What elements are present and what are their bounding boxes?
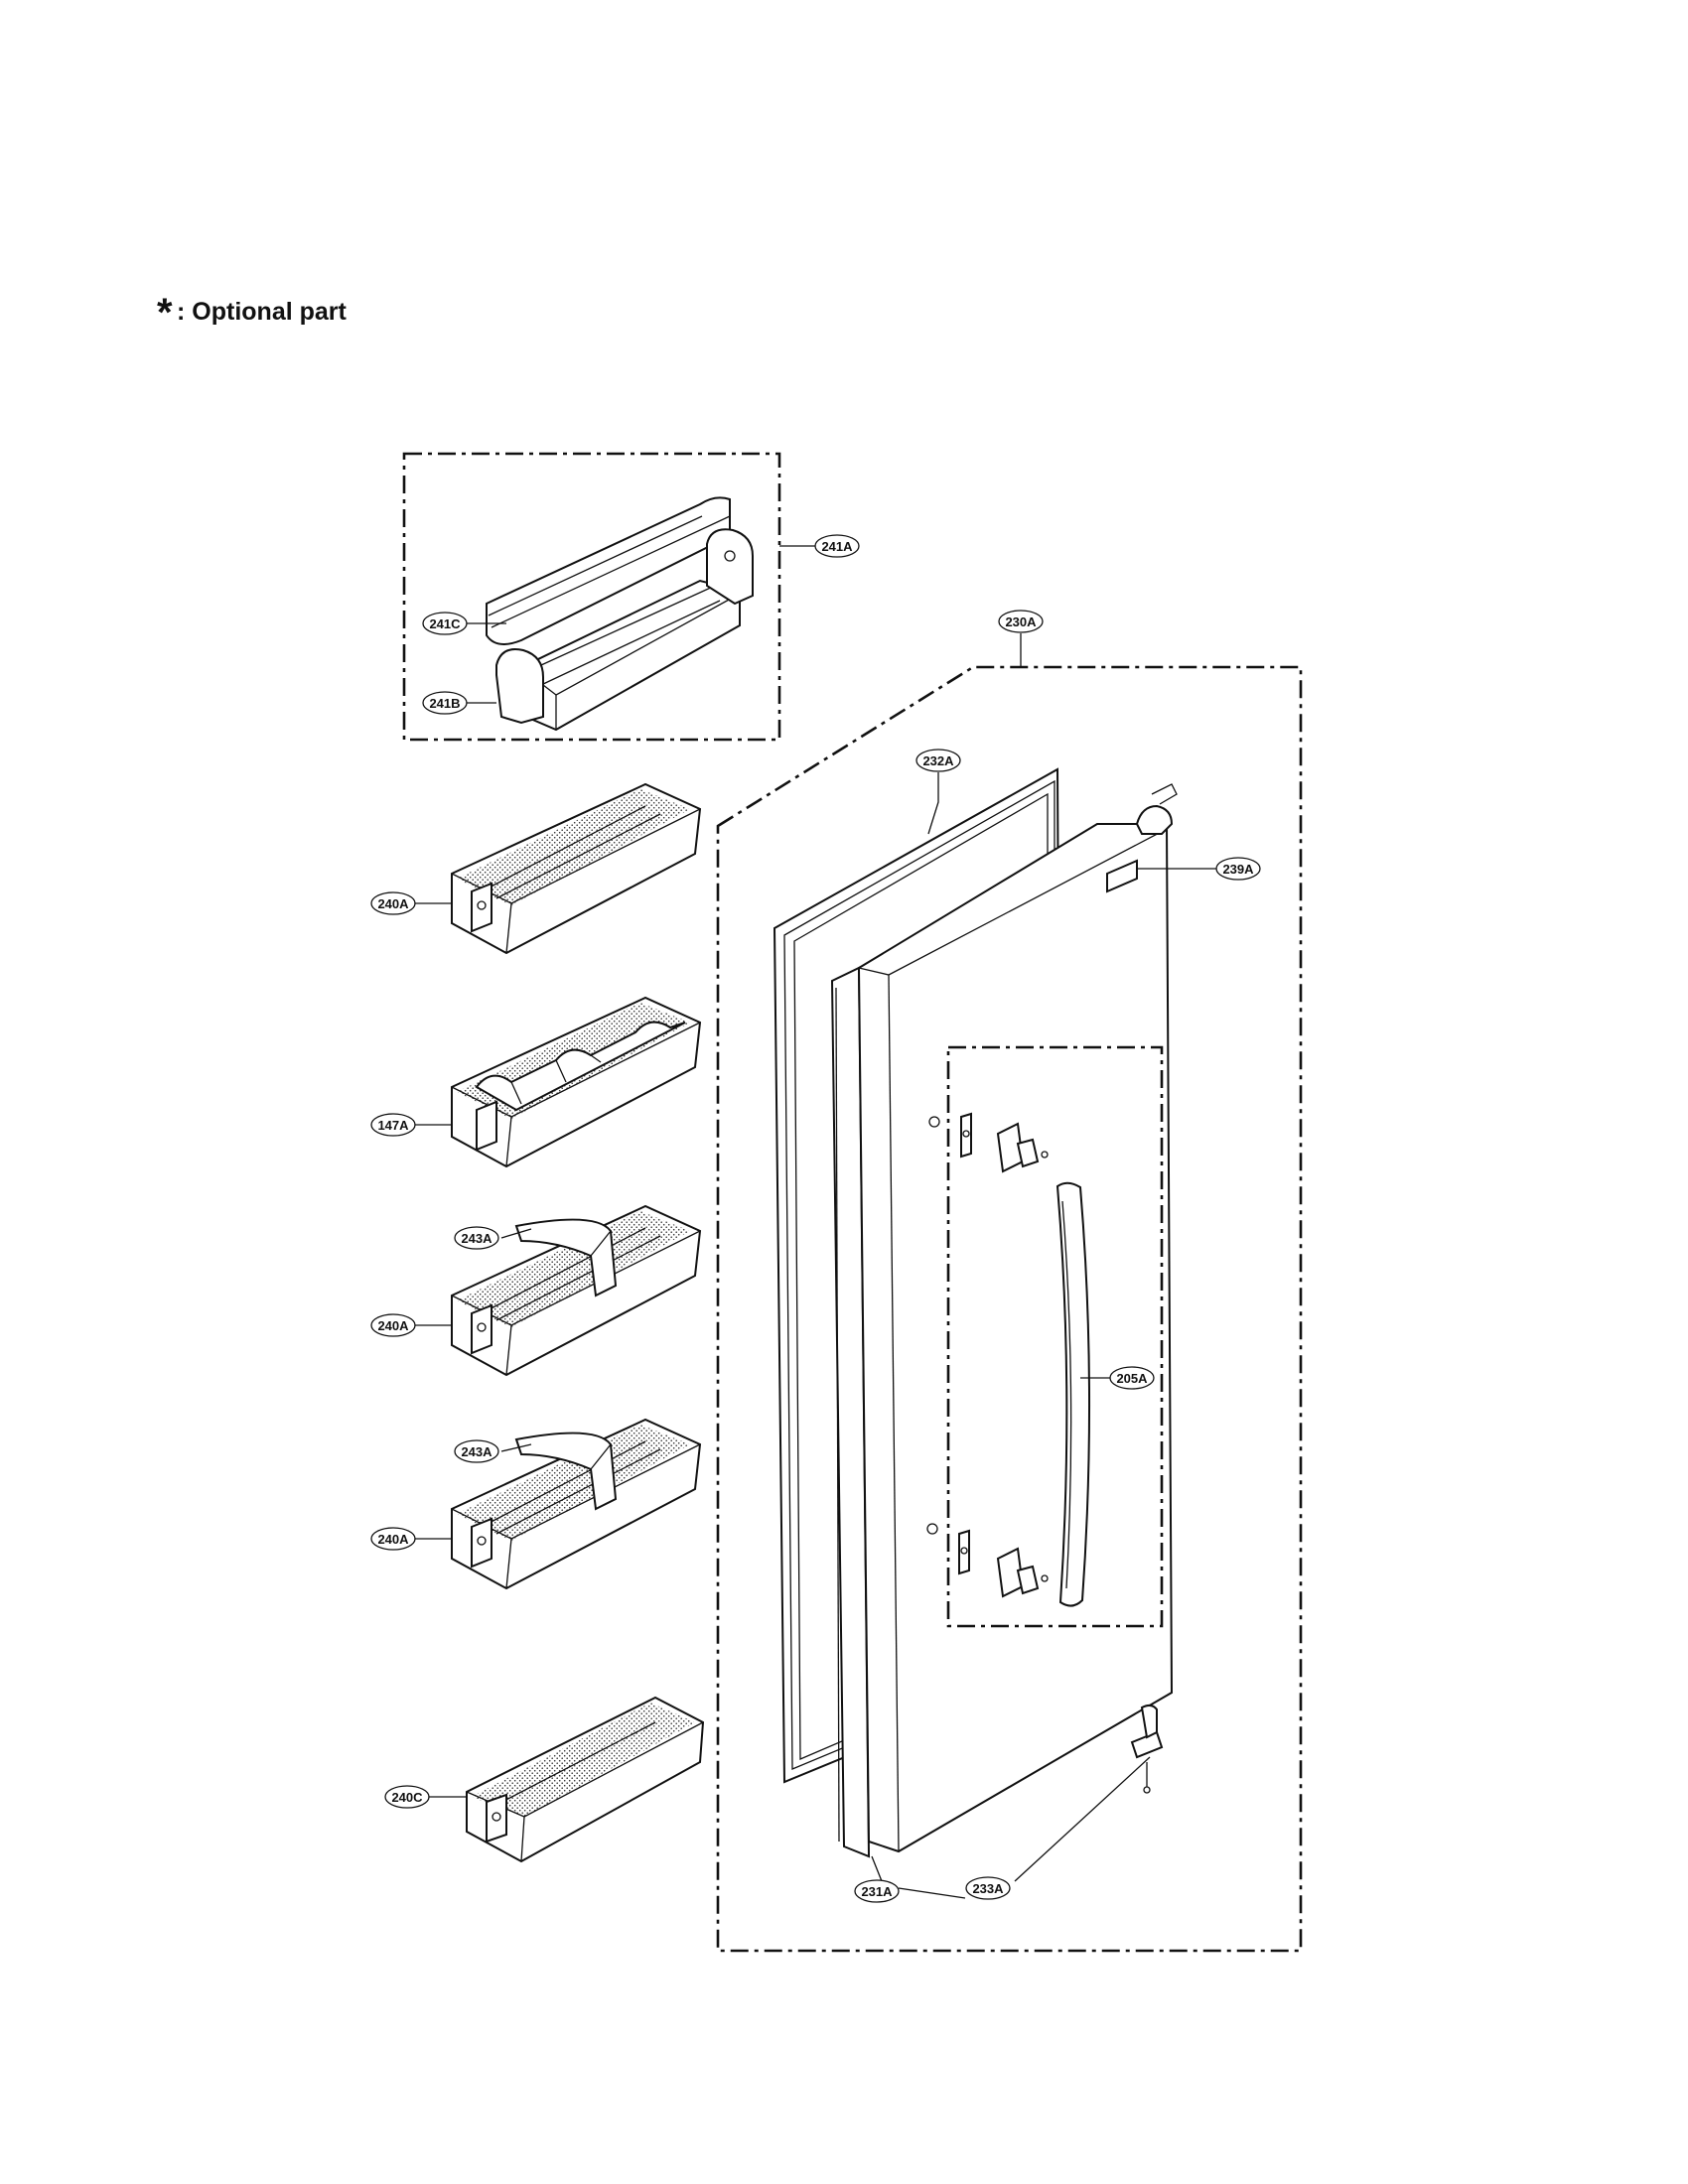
callout-243a-2: 243A — [454, 1439, 499, 1463]
callout-231a: 231A — [854, 1879, 900, 1903]
bin-divider-243a-2 — [514, 1432, 618, 1511]
callout-241b: 241B — [422, 691, 468, 715]
svg-text:240C: 240C — [391, 1790, 423, 1805]
door-bin-240a-3 — [451, 1418, 702, 1590]
handle-205a-group-box — [946, 1045, 1164, 1628]
optional-part-asterisk: * — [157, 291, 173, 335]
callout-240c: 240C — [384, 1785, 430, 1809]
callout-240a-2: 240A — [370, 1313, 416, 1337]
egg-tray-bin-147a — [451, 996, 702, 1168]
door-handle-205a — [1055, 1181, 1091, 1607]
callout-243a-1: 243A — [454, 1226, 499, 1250]
door-bin-240a-2 — [451, 1204, 702, 1377]
shelf-241a-group-box — [402, 452, 781, 742]
svg-text:205A: 205A — [1116, 1371, 1148, 1386]
callout-147a: 147A — [370, 1113, 416, 1137]
svg-text:231A: 231A — [861, 1884, 893, 1899]
callout-240a-3: 240A — [370, 1527, 416, 1551]
svg-text:240A: 240A — [377, 1532, 409, 1547]
bin-divider-243a-1 — [514, 1218, 618, 1297]
lower-hinge-233a — [1130, 1704, 1164, 1794]
callout-205a: 205A — [1109, 1366, 1155, 1390]
svg-text:240A: 240A — [377, 1318, 409, 1333]
svg-text:241C: 241C — [429, 616, 461, 631]
svg-text:241A: 241A — [821, 539, 853, 554]
door-panel — [857, 783, 1178, 1853]
door-liner — [830, 966, 871, 1858]
svg-text:240A: 240A — [377, 896, 409, 911]
dairy-shelf-241-assembly — [486, 496, 754, 732]
svg-text:147A: 147A — [377, 1118, 409, 1133]
optional-part-legend-text: : Optional part — [177, 298, 347, 326]
callout-232a: 232A — [915, 749, 961, 772]
handle-bracket-top — [928, 1112, 1049, 1173]
door-230a-group-boundary — [716, 665, 1303, 1953]
svg-text:239A: 239A — [1222, 862, 1254, 877]
callout-233a: 233A — [965, 1876, 1011, 1900]
callout-240a-1: 240A — [370, 891, 416, 915]
callout-241c: 241C — [422, 612, 468, 635]
svg-text:243A: 243A — [461, 1231, 492, 1246]
handle-bracket-bottom — [926, 1523, 1049, 1598]
optional-part-legend: * : Optional part — [157, 293, 347, 333]
callout-239a: 239A — [1215, 857, 1261, 881]
svg-text:230A: 230A — [1005, 614, 1037, 629]
callout-230a: 230A — [998, 610, 1044, 633]
callout-241a: 241A — [814, 534, 860, 558]
svg-text:241B: 241B — [429, 696, 460, 711]
leader-lines — [415, 545, 1216, 1899]
svg-text:243A: 243A — [461, 1444, 492, 1459]
svg-text:232A: 232A — [922, 753, 954, 768]
door-bin-240a-1 — [451, 782, 702, 955]
svg-text:233A: 233A — [972, 1881, 1004, 1896]
door-bin-240c — [466, 1696, 705, 1863]
